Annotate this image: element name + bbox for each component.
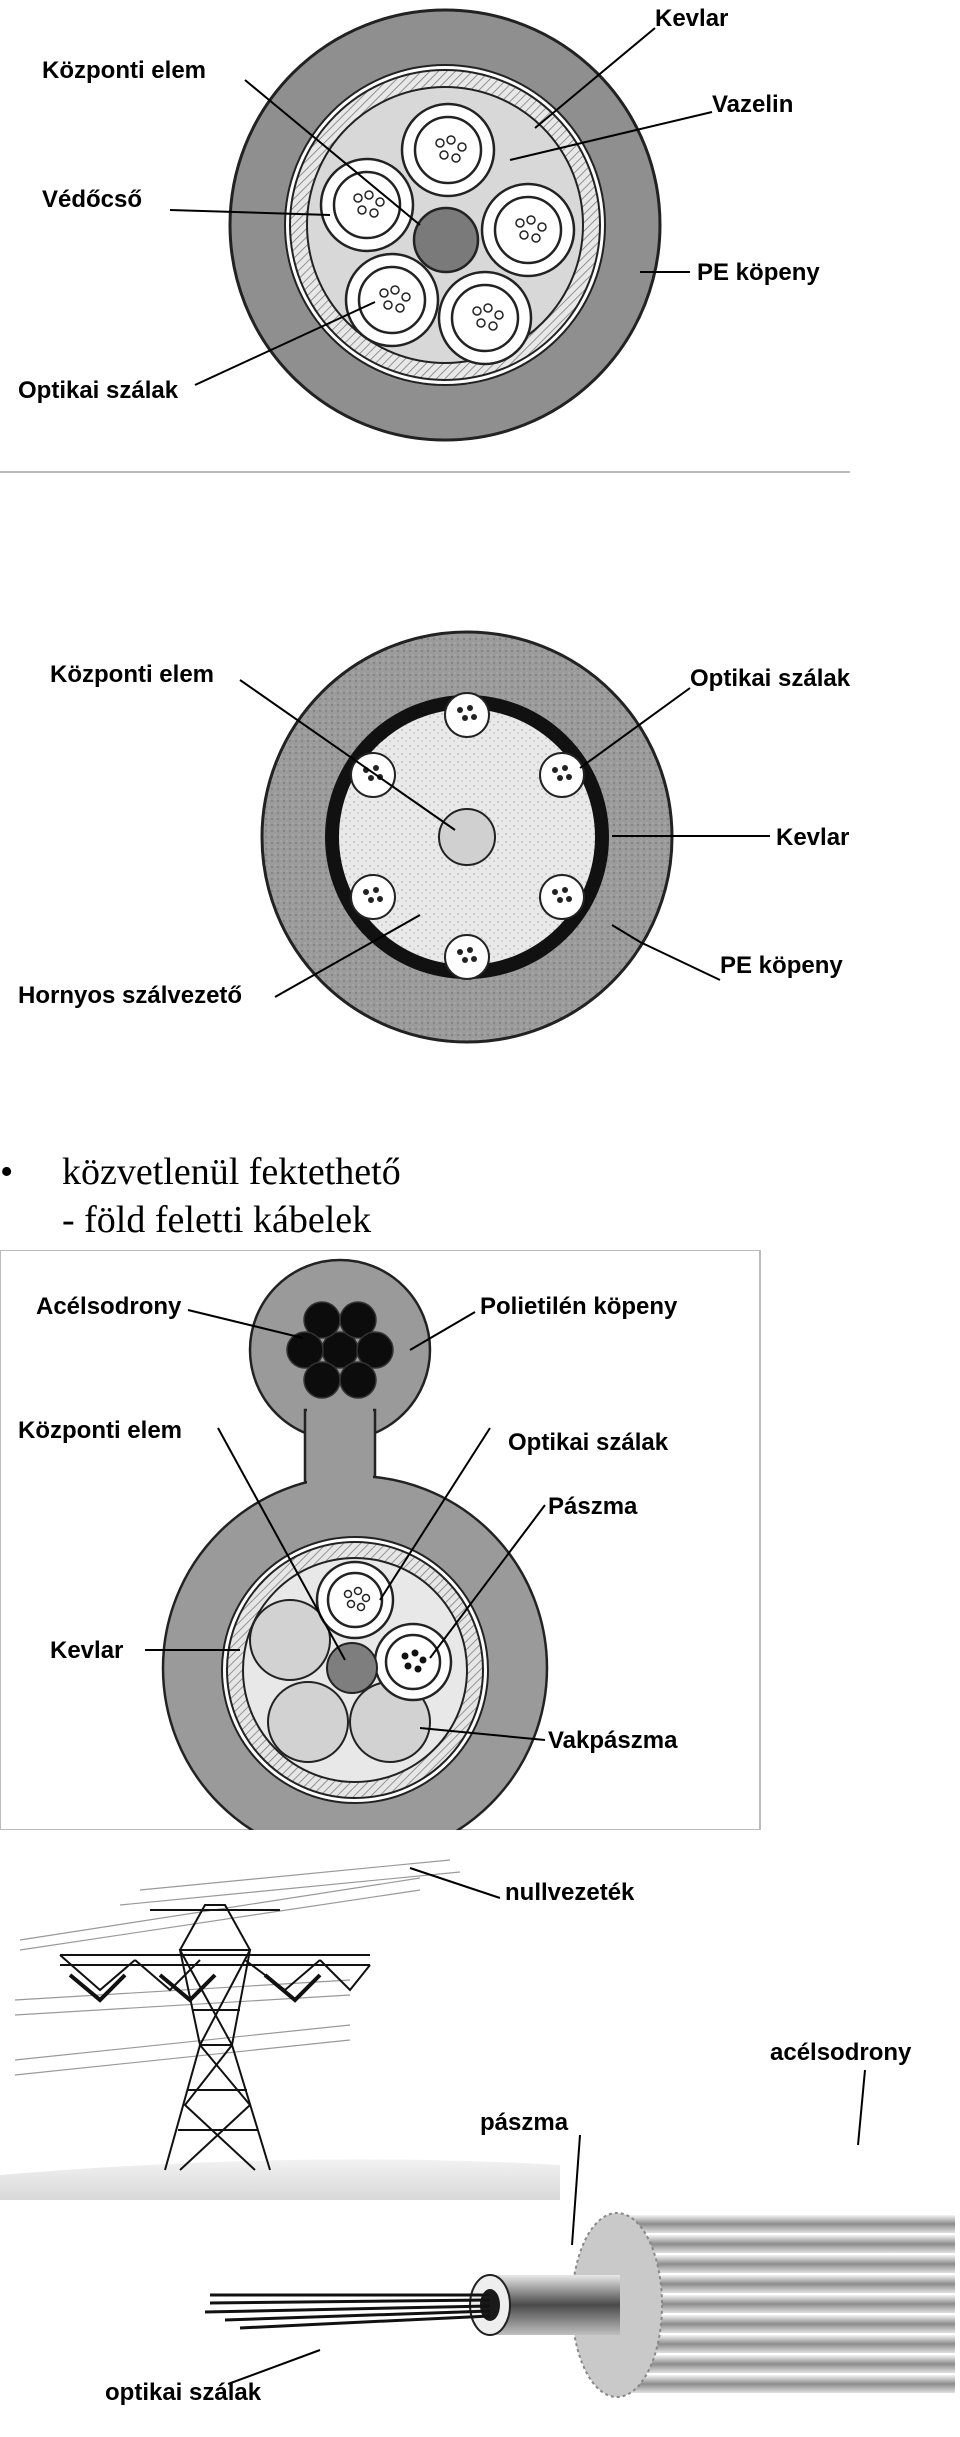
label-optical-fibers: optikai szálak: [105, 2379, 262, 2406]
label-steel-wire: Acélsodrony: [36, 1293, 182, 1320]
label-central-element: Központi elem: [42, 57, 206, 84]
slotted-core-cable-diagram: Központi elem Optikai szálak Kevlar PE k…: [0, 615, 870, 1060]
label-tube: Pászma: [548, 1493, 638, 1520]
label-kevlar: Kevlar: [655, 5, 728, 32]
bullet-marker: •: [0, 1151, 14, 1193]
central-element: [412, 206, 480, 274]
optical-fibers: [204, 2293, 491, 2330]
label-central-element: Központi elem: [50, 661, 214, 688]
label-kevlar: Kevlar: [50, 1637, 123, 1664]
central-tube: [469, 2274, 620, 2336]
label-optical-fibers: Optikai szálak: [690, 665, 851, 692]
figure8-cable-diagram: Acélsodrony Polietilén köpeny Központi e…: [0, 1250, 761, 1830]
label-optical-fibers: Optikai szálak: [18, 377, 179, 404]
dummy-tubes: [249, 1599, 431, 1763]
label-kevlar: Kevlar: [776, 824, 849, 851]
central-element: [438, 808, 496, 866]
label-steel-wire: acélsodrony: [770, 2039, 912, 2066]
protective-tubes: [319, 102, 576, 366]
label-protective-tube: Védőcső: [42, 186, 142, 213]
label-slotted-core: Hornyos szálvezető: [18, 982, 242, 1009]
label-ground-wire: nullvezeték: [505, 1879, 635, 1906]
label-dummy-tube: Vakpászma: [548, 1727, 678, 1754]
label-optical-fibers: Optikai szálak: [508, 1429, 669, 1456]
bullet-line-1: közvetlenül fektethető: [62, 1151, 401, 1193]
label-vaseline: Vazelin: [712, 91, 793, 118]
fiber-tubes: [315, 1560, 453, 1702]
label-tube: pászma: [480, 2109, 569, 2136]
central-element: [326, 1642, 378, 1694]
opgw-cable-diagram: nullvezeték acélsodrony pászma optikai s…: [0, 1859, 955, 2406]
label-central-element: Központi elem: [18, 1417, 182, 1444]
optical-fibers: [353, 135, 547, 331]
label-polyethylene-sheath: Polietilén köpeny: [480, 1293, 678, 1320]
label-pe-sheath: PE köpeny: [697, 259, 820, 286]
transmission-tower: [59, 1904, 371, 2171]
label-pe-sheath: PE köpeny: [720, 952, 843, 979]
fiber-slots: [350, 692, 585, 980]
loose-tube-cable-diagram: Kevlar Központi elem Vazelin Védőcső PE …: [0, 0, 850, 473]
steel-wire-bundle: [571, 2212, 955, 2398]
steel-wire-strand: [286, 1301, 394, 1399]
bullet-line-2: - föld feletti kábelek: [62, 1199, 372, 1241]
overhead-lines: [14, 1859, 461, 2076]
